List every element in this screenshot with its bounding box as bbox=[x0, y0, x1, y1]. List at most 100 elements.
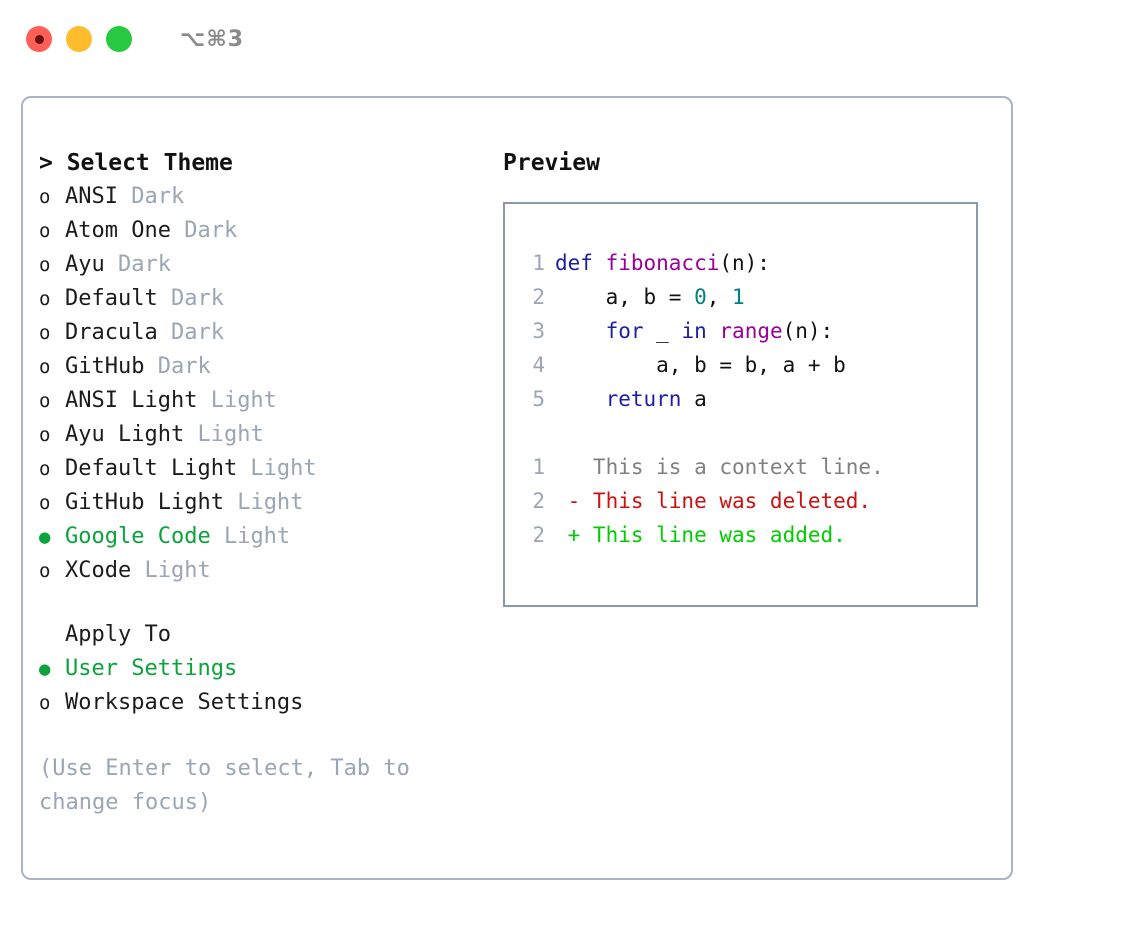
theme-kind-label: Light bbox=[210, 524, 291, 549]
code-token: + This line was added. bbox=[555, 523, 846, 547]
title-bar: ⌥⌘3 bbox=[0, 0, 1140, 78]
line-number: 2 bbox=[532, 523, 545, 547]
theme-name: GitHub Light bbox=[65, 490, 224, 515]
code-line: 5 return a bbox=[517, 382, 976, 416]
diff-sample: 1 This is a context line.2 - This line w… bbox=[517, 450, 976, 552]
line-number: 2 bbox=[532, 489, 545, 513]
close-button[interactable] bbox=[26, 26, 52, 52]
code-token: , bbox=[706, 285, 733, 309]
apply-to-item[interactable]: ●User Settings bbox=[39, 652, 485, 686]
radio-unselected-icon: o bbox=[39, 322, 51, 344]
radio-unselected-icon: o bbox=[39, 288, 51, 310]
radio-unselected-icon: o bbox=[39, 254, 51, 276]
keyboard-hint: (Use Enter to select, Tab to change focu… bbox=[39, 756, 410, 815]
radio-unselected-icon: o bbox=[39, 424, 51, 446]
code-token bbox=[555, 319, 606, 343]
code-token: def bbox=[555, 251, 606, 275]
theme-name: GitHub bbox=[65, 354, 145, 379]
diff-line: 1 This is a context line. bbox=[517, 450, 976, 484]
theme-name: Default bbox=[65, 286, 158, 311]
apply-to-list[interactable]: ●User Settings o Workspace Settings bbox=[39, 652, 485, 720]
theme-kind-label: Dark bbox=[157, 286, 224, 311]
theme-kind-label: Light bbox=[223, 490, 304, 515]
theme-name: Ayu bbox=[65, 252, 105, 277]
theme-name: Google Code bbox=[65, 524, 211, 549]
diff-line: 2 - This line was deleted. bbox=[517, 484, 976, 518]
line-number: 5 bbox=[532, 387, 545, 411]
code-token: return bbox=[605, 387, 682, 411]
radio-selected-icon: ● bbox=[39, 526, 51, 548]
code-token: for bbox=[605, 319, 644, 343]
code-token: 1 bbox=[732, 285, 745, 309]
theme-name: Atom One bbox=[65, 218, 171, 243]
apply-to-label: Workspace Settings bbox=[65, 690, 304, 715]
theme-kind-label: Dark bbox=[157, 320, 224, 345]
radio-unselected-icon: o bbox=[39, 492, 51, 514]
line-number: 2 bbox=[532, 285, 545, 309]
theme-kind-label: Light bbox=[184, 422, 264, 447]
theme-list-item[interactable]: o Ayu Light Light bbox=[39, 418, 485, 452]
radio-unselected-icon: o bbox=[39, 390, 51, 412]
code-token: range bbox=[719, 319, 783, 343]
theme-kind-label: Dark bbox=[104, 252, 171, 277]
theme-list-item[interactable]: o Ayu Dark bbox=[39, 248, 485, 282]
radio-unselected-icon: o bbox=[39, 186, 51, 208]
theme-name: Ayu Light bbox=[65, 422, 185, 447]
theme-name: XCode bbox=[65, 558, 132, 583]
section-spacer bbox=[39, 588, 485, 618]
radio-unselected-icon: o bbox=[39, 220, 51, 242]
theme-kind-label: Light bbox=[197, 388, 277, 413]
theme-kind-label: Dark bbox=[170, 218, 238, 243]
apply-to-header: Apply To bbox=[65, 622, 171, 647]
recording-indicator-icon bbox=[34, 34, 44, 44]
code-line: 3 for _ in range(n): bbox=[517, 314, 976, 348]
code-token: a, b = bbox=[555, 285, 695, 309]
theme-list-item[interactable]: o ANSI Light Light bbox=[39, 384, 485, 418]
theme-list-item[interactable]: o Atom One Dark bbox=[39, 214, 485, 248]
apply-to-item[interactable]: o Workspace Settings bbox=[39, 686, 485, 720]
select-theme-header: > Select Theme bbox=[39, 150, 233, 176]
theme-name: ANSI bbox=[65, 184, 118, 209]
theme-list-item[interactable]: o Default Dark bbox=[39, 282, 485, 316]
code-line: 2 a, b = 0, 1 bbox=[517, 280, 976, 314]
preview-title: Preview bbox=[503, 150, 600, 176]
theme-kind-label: Light bbox=[131, 558, 211, 583]
line-number: 1 bbox=[532, 251, 545, 275]
code-token: (n): bbox=[782, 319, 834, 343]
code-token: _ bbox=[643, 319, 682, 343]
theme-list-item[interactable]: o GitHub Dark bbox=[39, 350, 485, 384]
theme-list-item[interactable]: o Dracula Dark bbox=[39, 316, 485, 350]
maximize-button[interactable] bbox=[106, 26, 132, 52]
theme-name: ANSI Light bbox=[65, 388, 198, 413]
theme-list-item[interactable]: ● Google Code Light bbox=[39, 520, 485, 554]
code-token: 0 bbox=[694, 285, 707, 309]
theme-name: Default Light bbox=[65, 456, 238, 481]
line-number: 1 bbox=[532, 455, 545, 479]
keyboard-shortcut-label: ⌥⌘3 bbox=[180, 26, 245, 52]
code-token: fibonacci bbox=[605, 251, 720, 275]
diff-line: 2 + This line was added. bbox=[517, 518, 976, 552]
code-token: (n): bbox=[719, 251, 770, 275]
theme-kind-label: Dark bbox=[144, 354, 211, 379]
minimize-button[interactable] bbox=[66, 26, 92, 52]
code-line: 1 def fibonacci(n): bbox=[517, 246, 976, 280]
line-number: 3 bbox=[532, 319, 545, 343]
theme-kind-label: Light bbox=[237, 456, 317, 481]
code-token: This is a context line. bbox=[555, 455, 884, 479]
code-token bbox=[707, 319, 720, 343]
code-token: in bbox=[681, 319, 707, 343]
code-line: 4 a, b = b, a + b bbox=[517, 348, 976, 382]
radio-unselected-icon: o bbox=[39, 356, 51, 378]
theme-list-item[interactable]: o GitHub Light Light bbox=[39, 486, 485, 520]
theme-name: Dracula bbox=[65, 320, 158, 345]
code-diff-spacer bbox=[517, 416, 976, 450]
radio-unselected-icon: o bbox=[39, 692, 51, 714]
